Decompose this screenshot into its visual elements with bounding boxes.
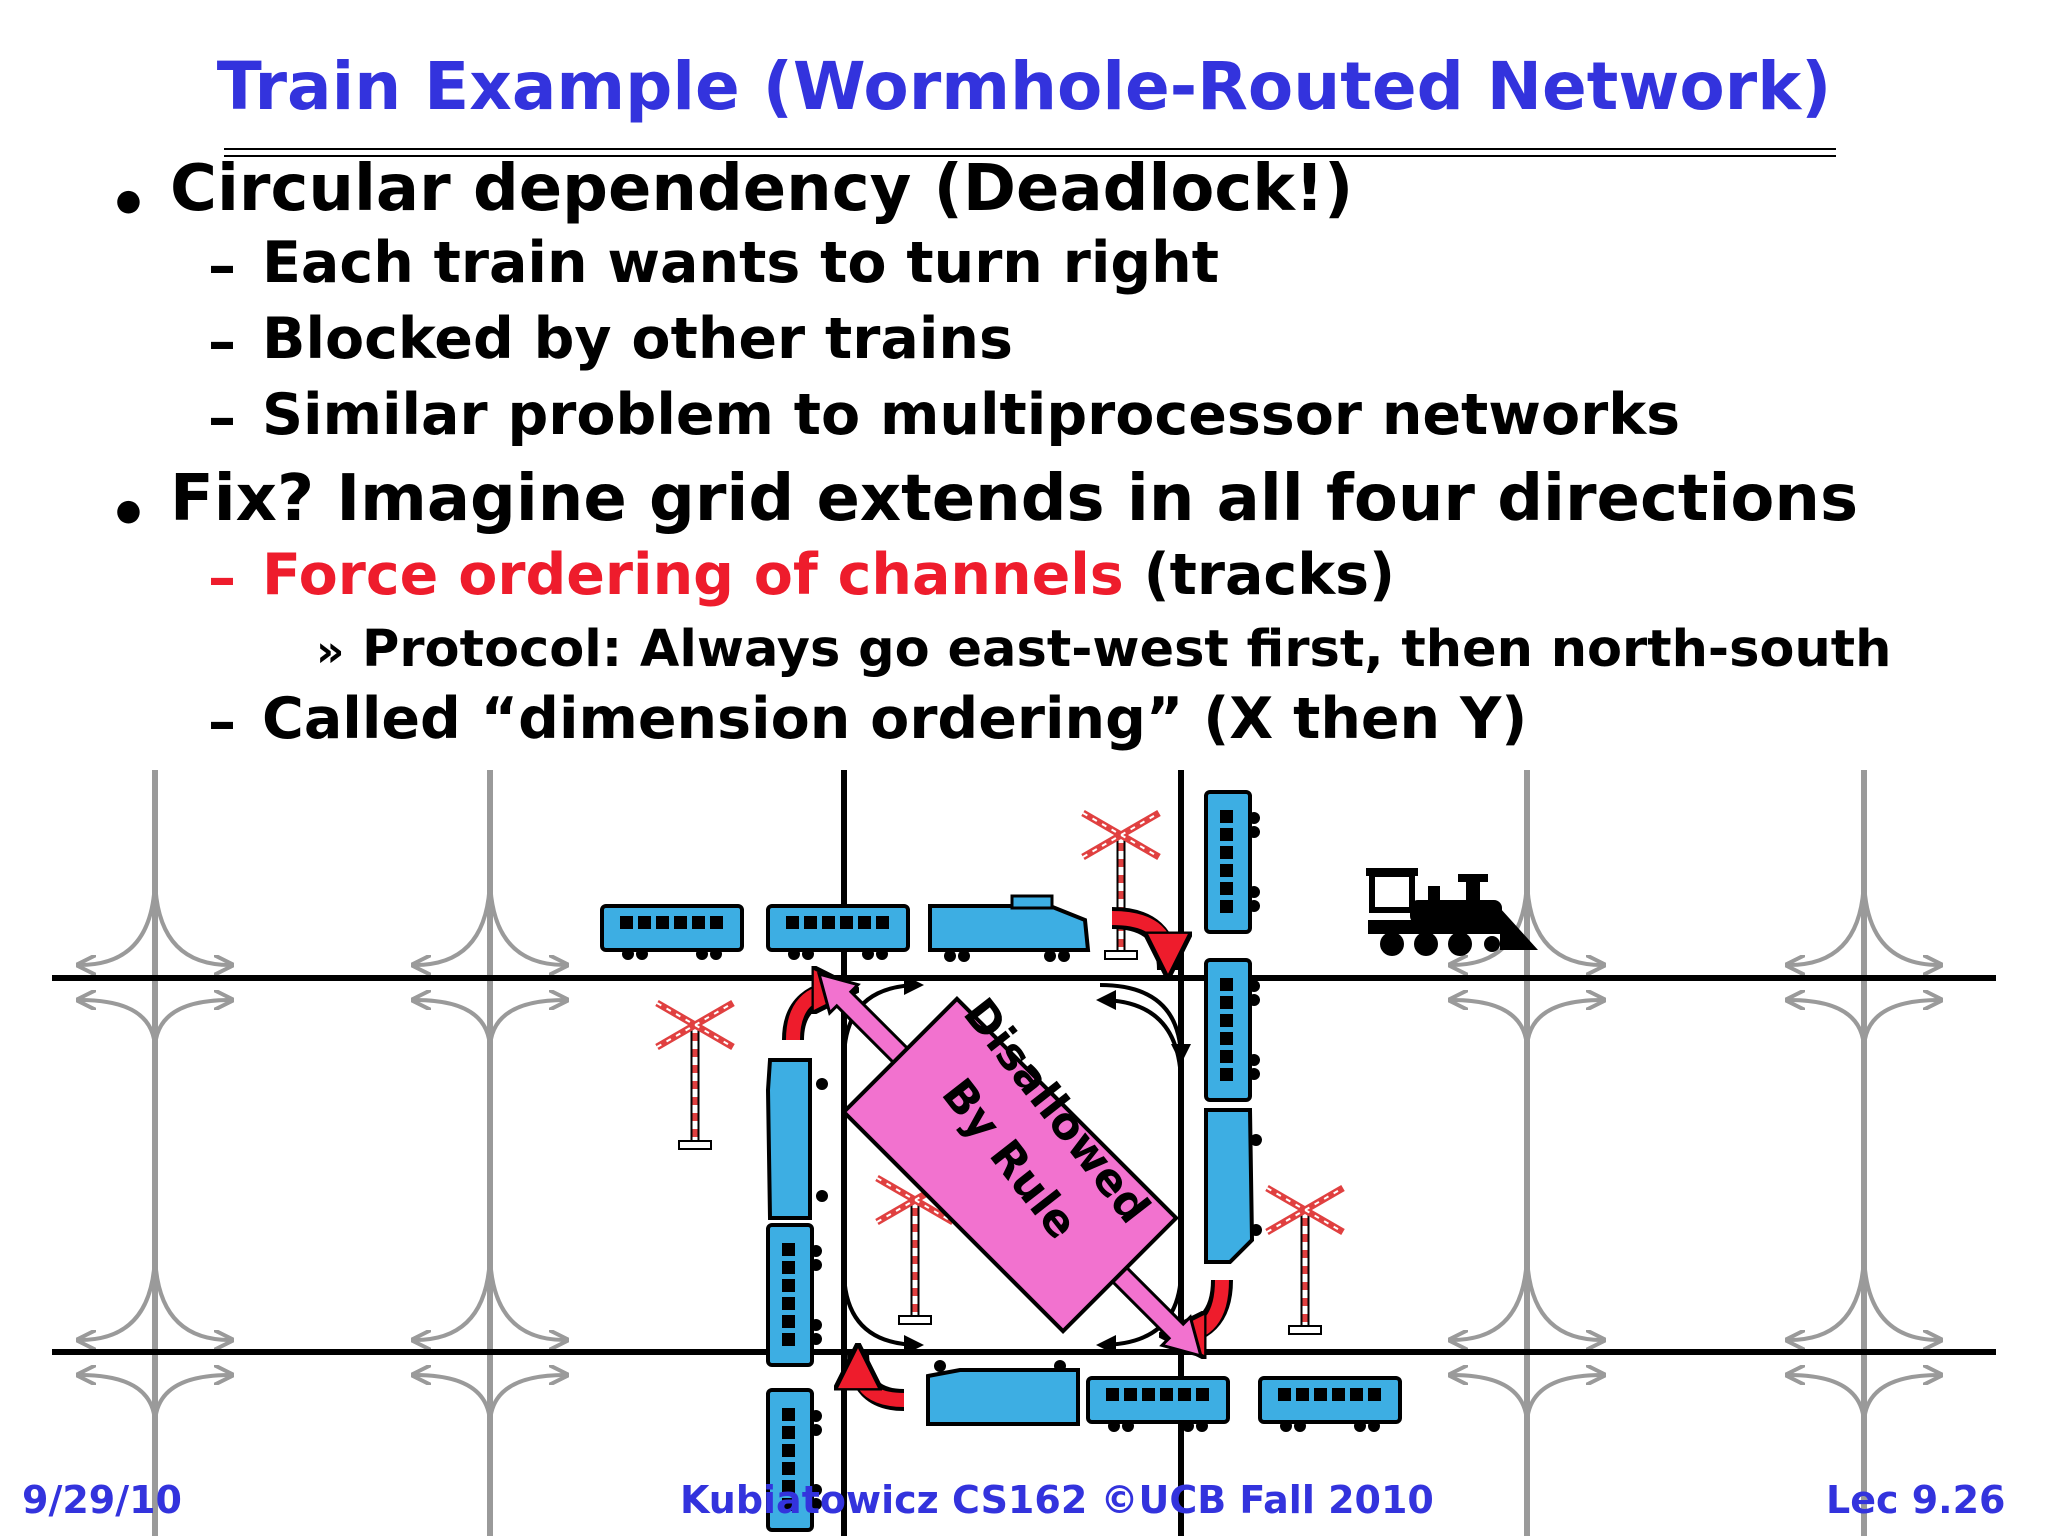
sub-bullet-blocked: Blocked by other trains [262, 306, 1013, 372]
force-ordering-rest: (tracks) [1123, 542, 1396, 608]
dash-marker: – [208, 690, 236, 755]
sub-bullet-force-ordering: Force ordering of channels (tracks) [262, 542, 1395, 608]
sub-sub-bullet-protocol: Protocol: Always go east-west first, the… [362, 620, 1892, 679]
dash-marker: – [208, 386, 236, 451]
train-car [1204, 958, 1262, 1102]
bullet-deadlock: Circular dependency (Deadlock!) [170, 152, 1354, 226]
dash-marker: – [208, 546, 236, 611]
slide-title: Train Example (Wormhole-Routed Network) [216, 48, 1832, 125]
steam-locomotive-icon [1366, 868, 1538, 956]
sub-bullet-turn-right: Each train wants to turn right [262, 230, 1220, 296]
title-rule-bottom [224, 155, 1836, 157]
train-car [766, 1223, 824, 1367]
train-grid-diagram: Disallowed By Rule [52, 770, 1996, 1536]
train-engine [926, 1360, 1080, 1426]
gray-turn-arrows [80, 874, 1939, 1426]
dash-marker: – [208, 234, 236, 299]
train-car [1086, 1376, 1230, 1434]
bullet-fix: Fix? Imagine grid extends in all four di… [170, 462, 1859, 536]
footer-date: 9/29/10 [22, 1478, 182, 1522]
train-car [600, 904, 744, 962]
train-car [1258, 1376, 1402, 1434]
train-engine [1204, 1108, 1262, 1264]
black-turn-arrows [842, 975, 1191, 1355]
crossing-sign [657, 1003, 733, 1149]
title-rule-top [224, 148, 1836, 150]
black-tracks [52, 770, 1996, 1536]
train-engine [928, 894, 1091, 962]
crossing-sign [1267, 1188, 1343, 1334]
dash-marker: – [208, 310, 236, 375]
bullet-marker: • [108, 168, 149, 242]
bullet-marker: • [108, 478, 149, 552]
footer-course: Kubiatowicz CS162 ©UCB Fall 2010 [680, 1478, 1434, 1522]
train-car [1204, 790, 1262, 934]
disallowed-arrow [816, 971, 1204, 1359]
train-car [766, 904, 910, 962]
sub-bullet-multiprocessor: Similar problem to multiprocessor networ… [262, 382, 1681, 448]
force-ordering-highlight: Force ordering of channels [262, 542, 1124, 608]
train-engine [765, 1058, 828, 1220]
chevron-marker: » [316, 626, 345, 677]
footer-lecture: Lec 9.26 [1826, 1478, 2006, 1522]
sub-bullet-dimension-ordering: Called “dimension ordering” (X then Y) [262, 686, 1528, 752]
